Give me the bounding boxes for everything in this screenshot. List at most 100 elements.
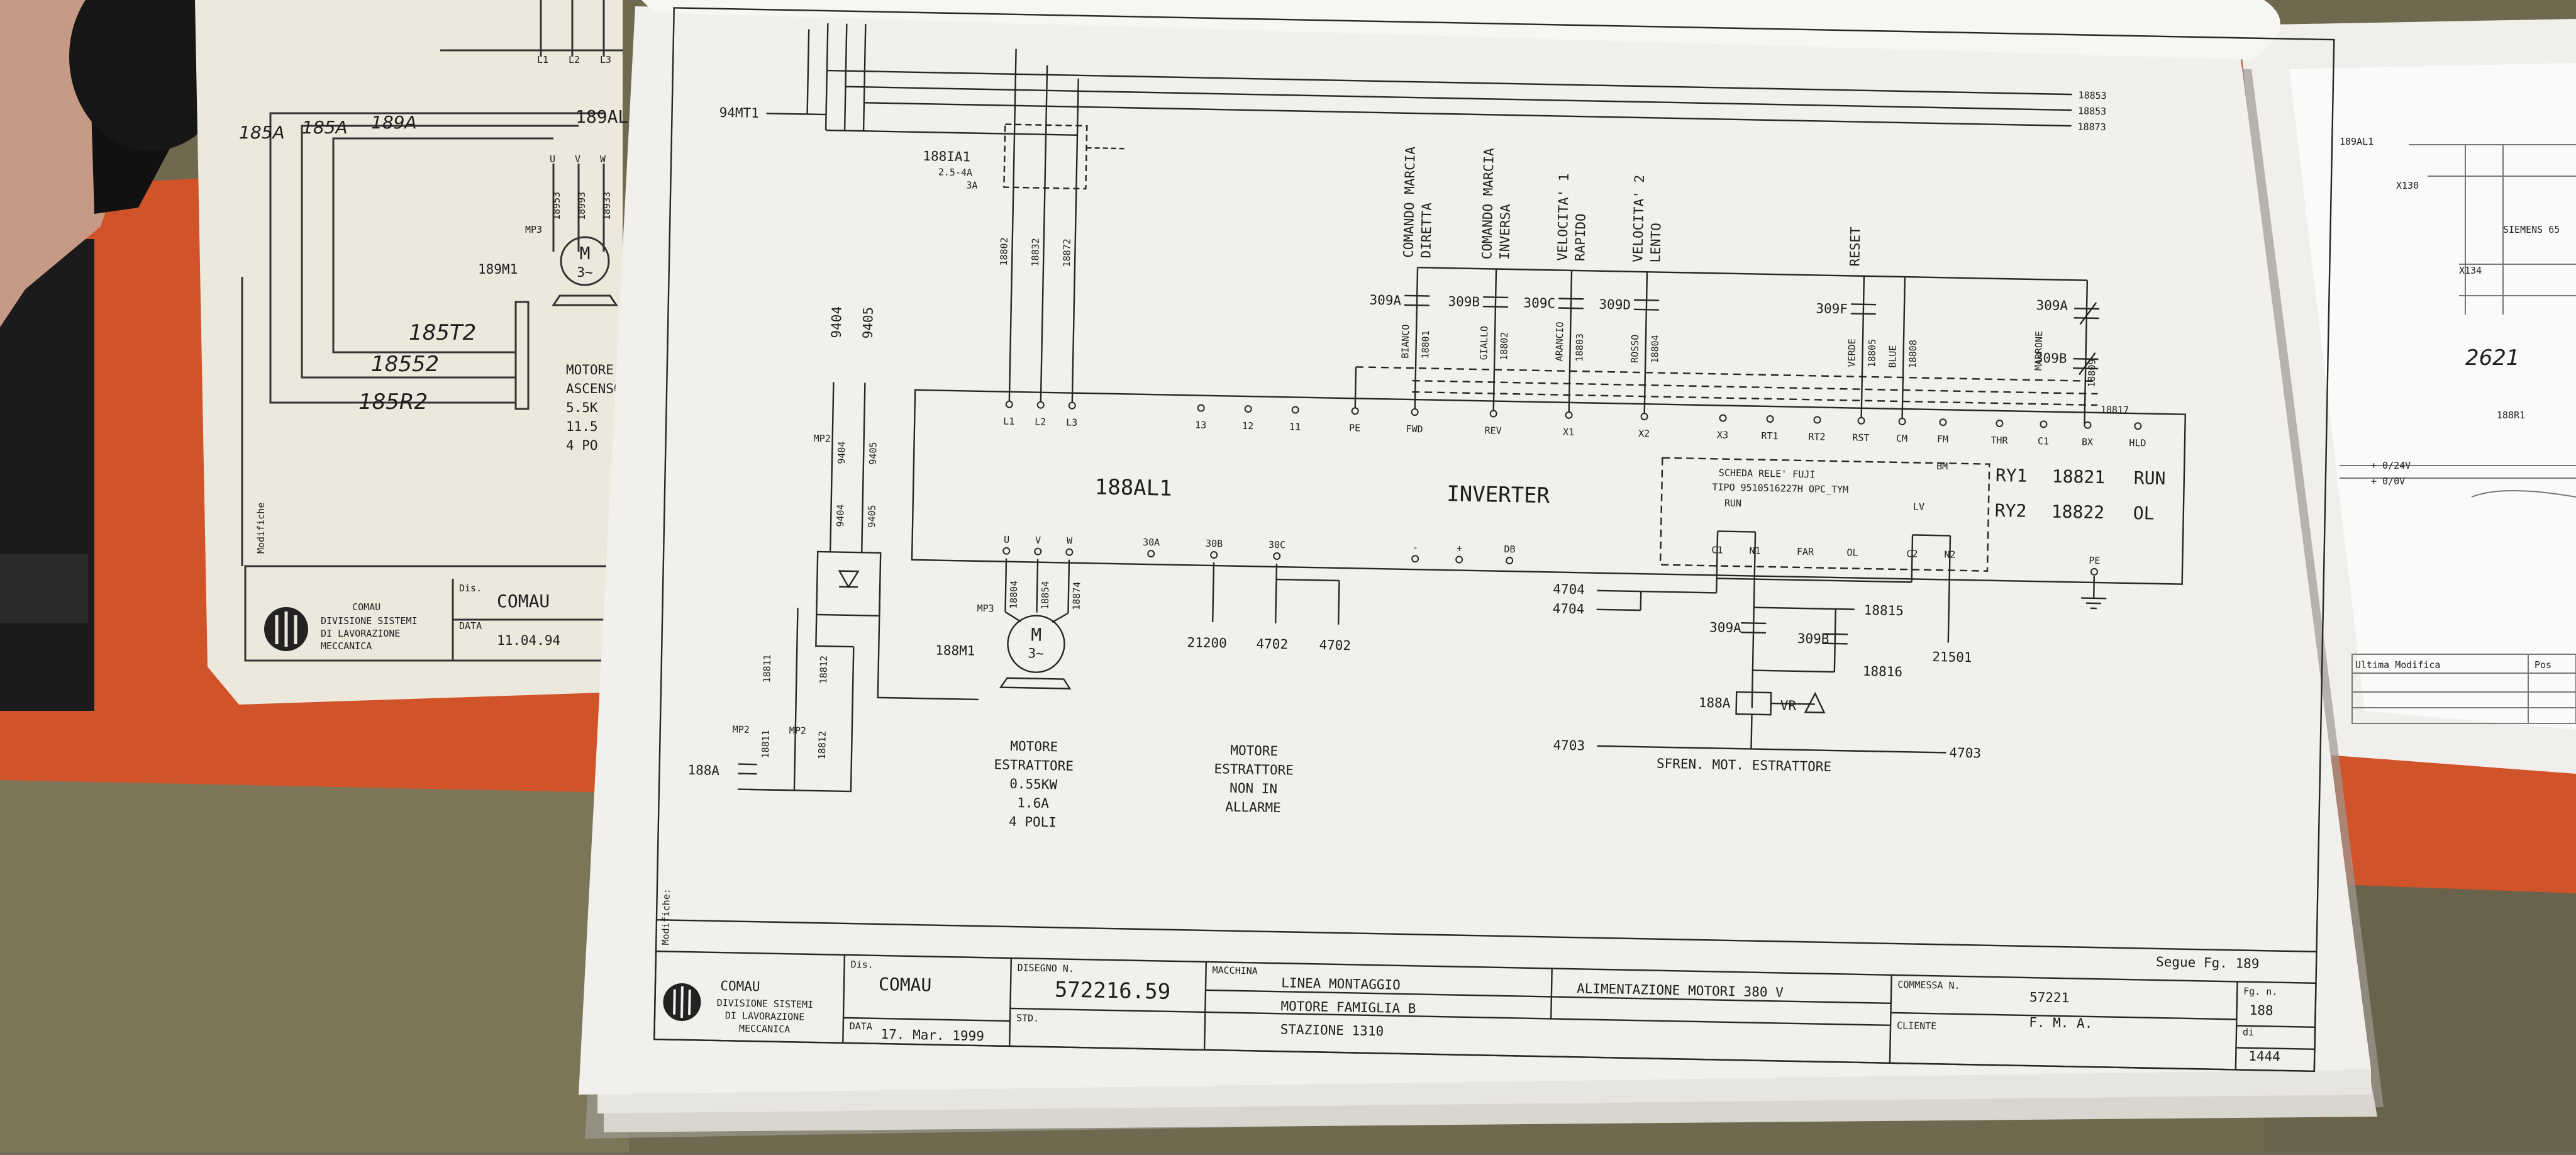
terminal-l2 <box>1038 402 1044 408</box>
bus-wire-label: 18853 <box>2078 89 2106 101</box>
command-contact: 309D <box>1599 297 1631 313</box>
terminal-label-c1: C1 <box>2038 435 2049 447</box>
command-label-2: LENTO <box>1648 223 1663 263</box>
left-motor-text: 11.5 <box>566 419 598 434</box>
left-company: COMAU <box>352 601 380 613</box>
terminal-label-30a: 30A <box>1143 537 1160 549</box>
terminal-+ <box>1456 556 1462 562</box>
wire-color: ARANCIO <box>1553 321 1565 362</box>
data-value: 17. Mar. 1999 <box>880 1027 984 1044</box>
relay-terminal-label: N1 <box>1749 545 1760 556</box>
command-contact: 309F <box>1816 301 1848 316</box>
left-motor-terminal: V <box>575 153 580 165</box>
terminal-fwd <box>1412 409 1418 415</box>
right-ref: X134 <box>2459 265 2482 276</box>
alarm-description: MOTORE <box>1230 743 1278 759</box>
terminal-11 <box>1292 406 1299 413</box>
breaker-set: 3A <box>966 179 977 191</box>
left-motor-wire: 18953 <box>551 192 562 220</box>
relay-terminal-label: OL <box>1846 547 1858 558</box>
left-motor-text: MOTORE <box>566 362 614 377</box>
command-contact: 309A <box>1369 293 1401 308</box>
command-label: RESET <box>1847 226 1863 267</box>
command-label: COMANDO MARCIA <box>1401 146 1418 258</box>
bus-wire-label: 18873 <box>2077 121 2106 133</box>
terminal-label-u: U <box>1004 534 1009 545</box>
terminal-label--: - <box>1413 542 1418 553</box>
left-modifiche: Modifiche <box>255 503 267 554</box>
company-name: COMAU <box>720 978 760 994</box>
dis-value: COMAU <box>879 974 932 996</box>
wire-ref: 21200 <box>1187 635 1227 650</box>
mp-label: MP3 <box>977 603 994 615</box>
terminal-12 <box>1245 406 1252 412</box>
bus-wire-label: 18853 <box>2078 105 2106 117</box>
wire-color: GIALLO <box>1478 326 1490 360</box>
inverter-name: 188AL1 <box>1094 474 1172 501</box>
terminal-label-x2: X2 <box>1638 428 1650 439</box>
right-ref: + 0/24V <box>2371 460 2411 471</box>
commessa-label: COMMESSA N. <box>1897 979 1960 991</box>
data-label: DATA <box>850 1020 872 1032</box>
left-motor-phase: 3~ <box>577 265 592 280</box>
motor-ref: 188M1 <box>935 643 975 659</box>
left-motor-text: ASCENSO <box>566 381 622 396</box>
commessa-value: 57221 <box>2029 990 2070 1005</box>
terminal-label-hld: HLD <box>2129 437 2146 449</box>
motor-symbol: M <box>1031 625 1041 645</box>
terminal-bx <box>2084 422 2090 428</box>
fg-label: Fg. n. <box>2243 986 2278 998</box>
handwritten: 189A <box>371 112 417 133</box>
terminal-rst <box>1858 418 1864 424</box>
terminal-label-cm: CM <box>1896 433 1907 444</box>
handwritten: 2621 <box>2465 345 2520 371</box>
handwritten: 185A <box>239 122 285 143</box>
main-sheet <box>579 6 2371 1095</box>
mp2-label: MP2 <box>733 723 750 735</box>
left-contact: 188A <box>687 762 719 778</box>
wire-ref: 4704 <box>1552 601 1584 617</box>
motor-description: ESTRATTORE <box>994 757 1074 773</box>
terminal-label-x3: X3 <box>1717 429 1728 440</box>
left-division-line: DI LAVORAZIONE <box>321 628 400 639</box>
relay-output-id: RY1 <box>1996 465 2028 486</box>
command-label-2: INVERSA <box>1497 204 1513 260</box>
handwritten: 18552 <box>371 352 439 377</box>
terminal-rev <box>1491 410 1497 416</box>
terminal-label-thr: THR <box>1990 435 2008 447</box>
breaker-rating: 2.5-4A <box>938 167 973 179</box>
left-motor-wire: 18993 <box>576 192 587 220</box>
command-label: COMANDO MARCIA <box>1479 148 1496 260</box>
macchina-line: STAZIONE 1310 <box>1280 1022 1384 1039</box>
terminal-fm <box>1940 419 1946 425</box>
di-label: di <box>2243 1027 2254 1038</box>
relay-output-wire: 18822 <box>2051 501 2104 523</box>
left-motor-wire: 18933 <box>601 192 613 220</box>
division-line: MECCANICA <box>739 1023 791 1035</box>
right-ref: + 0/0V <box>2371 476 2405 487</box>
motor-description: 0.55KW <box>1009 776 1058 792</box>
left-wire-ref: 18811 <box>760 730 772 758</box>
wire-number: 18803 <box>1574 333 1585 362</box>
terminal-rt1 <box>1767 416 1773 422</box>
left-data-value: 11.04.94 <box>497 633 560 648</box>
left-wire-ref: 18812 <box>816 731 828 759</box>
handwritten: 185A <box>302 117 348 138</box>
terminal-label-13: 13 <box>1195 419 1206 430</box>
wire-number: 18817 <box>2101 404 2129 416</box>
terminal-label-+: + <box>1457 542 1462 554</box>
wire-color: MARRONE <box>2033 331 2045 371</box>
left-wire-label: L3 <box>600 54 611 65</box>
alarm-description: ALLARME <box>1225 799 1281 815</box>
terminal-x3 <box>1719 415 1726 421</box>
motor-description: 4 POLI <box>1009 814 1057 830</box>
brake-in: 4703 <box>1553 737 1585 753</box>
wire-ref: 4702 <box>1256 636 1288 652</box>
relay-output-wire: 18821 <box>2052 466 2106 488</box>
left-motor-text: 4 PO <box>566 438 598 453</box>
terminal-label-l1: L1 <box>1003 416 1014 427</box>
left-wire: 9405 <box>867 442 879 464</box>
brake-coil: 188A <box>1699 695 1731 711</box>
terminal-label-rt2: RT2 <box>1808 431 1825 443</box>
relay-board-line1: SCHEDA RELE' FUJI <box>1719 467 1816 480</box>
